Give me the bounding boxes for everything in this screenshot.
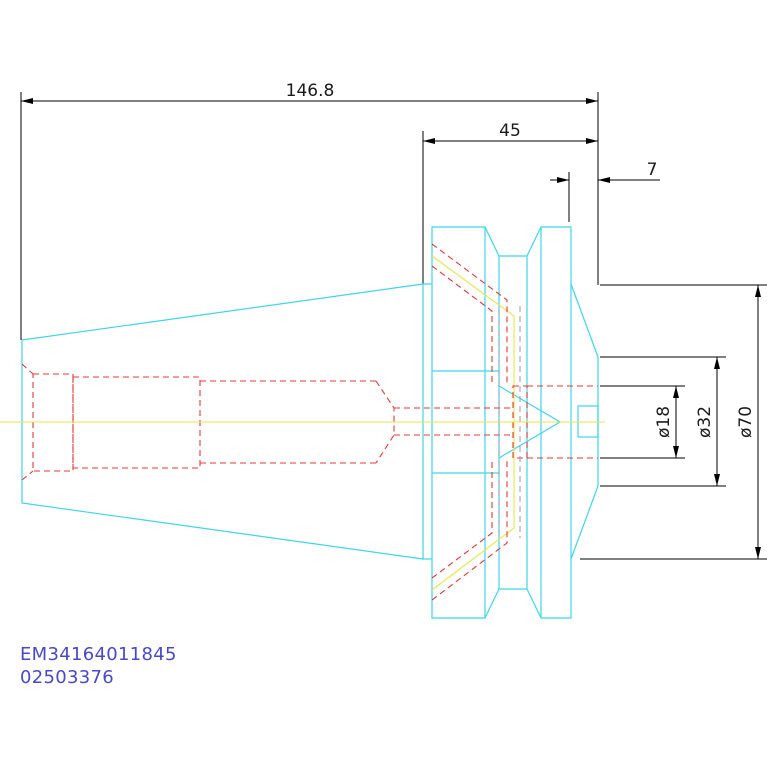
pilot-diameter-label: ø32 bbox=[695, 406, 715, 438]
dimension-146-8: 146.8 bbox=[20, 81, 599, 340]
flange-length-label: 45 bbox=[499, 121, 521, 141]
overall-length-label: 146.8 bbox=[286, 81, 335, 101]
face-offset-label: 7 bbox=[647, 160, 658, 180]
part-number: EM34164011845 bbox=[20, 644, 177, 665]
bore-diameter-label: ø18 bbox=[654, 406, 674, 438]
yellow-construction-lines bbox=[431, 255, 515, 591]
dimension-diameter-32: ø32 bbox=[600, 356, 726, 487]
flange-diameter-label: ø70 bbox=[736, 406, 756, 438]
dimension-45: 45 bbox=[422, 121, 598, 285]
dimension-diameter-18: ø18 bbox=[600, 385, 685, 459]
serial-number: 02503376 bbox=[20, 667, 115, 688]
dimension-diameter-70: ø70 bbox=[580, 284, 767, 560]
dimension-7: 7 bbox=[550, 160, 660, 222]
taper-shank-outline bbox=[21, 283, 432, 560]
